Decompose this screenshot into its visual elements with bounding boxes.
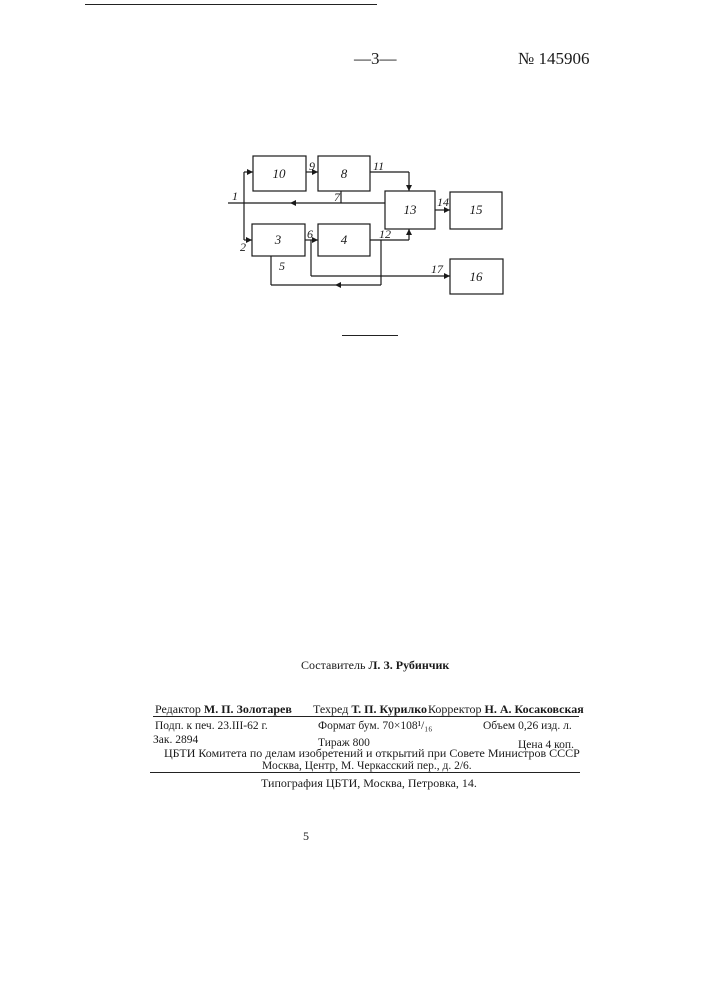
paper-format: Формат бум. 70×108¹/₁₆: [318, 719, 432, 733]
order-number: Зак. 2894: [153, 733, 198, 747]
arrow-icon: [335, 282, 341, 288]
arrow-icon: [406, 229, 412, 235]
line-label: 17: [431, 262, 444, 276]
editor-label: Редактор: [155, 702, 201, 716]
printer-line: Типография ЦБТИ, Москва, Петровка, 14.: [261, 776, 477, 790]
editor-name: М. П. Золотарев: [204, 702, 292, 716]
compiler-line: Составитель Л. З. Рубинчик: [301, 658, 449, 673]
arrow-icon: [247, 169, 253, 175]
imprint-rule-top: [153, 716, 579, 717]
signed-date: Подп. к печ. 23.III-62 г.: [155, 719, 268, 733]
block-diagram: 10 8 13 15 3 4 16 1 2 5 6 7 9 11 12 14 1…: [0, 0, 707, 340]
line-label: 1: [232, 189, 238, 203]
arrow-icon: [290, 200, 296, 206]
line-label: 9: [309, 159, 315, 173]
line-label: 6: [307, 227, 313, 241]
volume: Объем 0,26 изд. л.: [483, 719, 572, 733]
block-label: 8: [341, 166, 348, 181]
techred-label: Техред: [313, 702, 348, 716]
editor-line: Редактор М. П. Золотарев: [155, 702, 292, 716]
organization-line-2: Москва, Центр, М. Черкасский пер., д. 2/…: [262, 759, 472, 773]
imprint-rule-bottom: [150, 772, 580, 773]
line-label: 11: [373, 159, 384, 173]
line-label: 5: [279, 259, 285, 273]
arrow-icon: [246, 237, 252, 243]
footer-mark: 5: [303, 829, 309, 844]
line-label: 12: [379, 227, 391, 241]
diagram-end-rule: [342, 335, 398, 336]
corrector-label: Корректор: [428, 702, 482, 716]
line-label: 2: [240, 240, 246, 254]
compiler-label: Составитель: [301, 658, 365, 672]
block-label: 13: [404, 202, 418, 217]
corrector-line: Корректор Н. А. Косаковская: [428, 702, 584, 716]
compiler-name: Л. З. Рубинчик: [368, 658, 449, 672]
techred-name: Т. П. Курилко: [351, 702, 427, 716]
block-label: 15: [470, 202, 484, 217]
block-label: 3: [274, 232, 282, 247]
techred-line: Техред Т. П. Курилко: [313, 702, 427, 716]
corrector-name: Н. А. Косаковская: [485, 702, 584, 716]
organization-line-1: ЦБТИ Комитета по делам изобретений и отк…: [164, 746, 580, 760]
block-label: 16: [470, 269, 484, 284]
arrow-icon: [444, 273, 450, 279]
line-label: 14: [437, 195, 449, 209]
block-label: 10: [273, 166, 287, 181]
line-label: 7: [334, 190, 341, 204]
arrow-icon: [406, 185, 412, 191]
block-label: 4: [341, 232, 348, 247]
